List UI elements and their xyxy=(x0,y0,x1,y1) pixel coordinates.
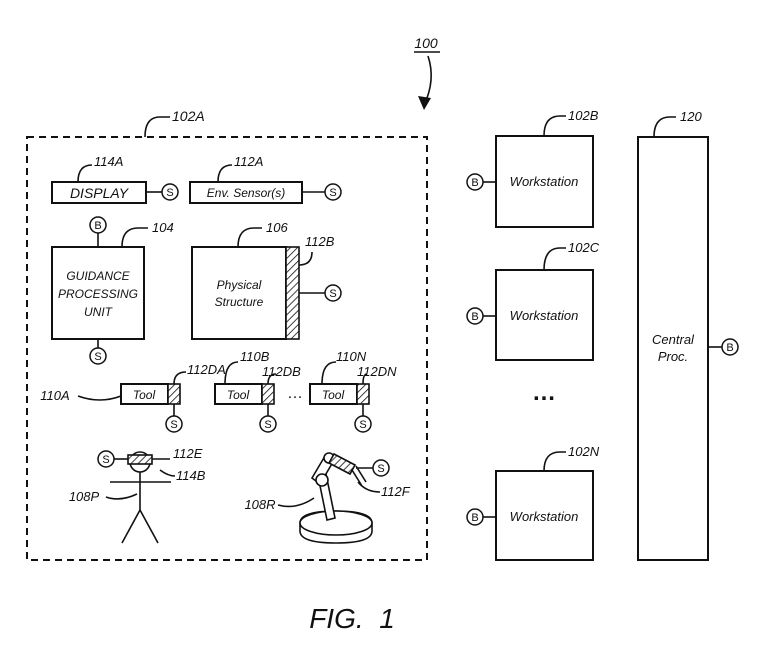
svg-text:Tool: Tool xyxy=(133,388,156,402)
workstation-102n-bus-port: B xyxy=(466,508,484,526)
svg-text:Tool: Tool xyxy=(322,388,345,402)
svg-text:110B: 110B xyxy=(240,349,270,364)
workstation-102c: Workstation 102C B xyxy=(466,240,600,361)
env-sensor-block: Env. Sensor(s) 112A S xyxy=(189,154,342,204)
svg-text:S: S xyxy=(94,351,101,363)
svg-text:100: 100 xyxy=(414,35,438,51)
svg-text:S: S xyxy=(377,463,384,475)
svg-text:104: 104 xyxy=(152,220,174,235)
svg-text:S: S xyxy=(329,288,336,300)
workstation-a-boundary: 102A xyxy=(26,108,428,561)
svg-text:S: S xyxy=(102,454,109,466)
svg-text:S: S xyxy=(359,419,366,431)
svg-text:108P: 108P xyxy=(69,489,100,504)
svg-text:S: S xyxy=(170,419,177,431)
display-block: DISPLAY 114A S xyxy=(51,154,179,204)
svg-text:B: B xyxy=(471,512,478,524)
workstations-ellipsis: … xyxy=(532,379,556,406)
svg-text:110N: 110N xyxy=(336,349,367,364)
workstation-102c-bus-port: B xyxy=(466,307,484,325)
svg-text:Proc.: Proc. xyxy=(658,349,688,364)
svg-text:102C: 102C xyxy=(568,240,600,255)
tool-a: 110A Tool 112DA S xyxy=(40,362,226,433)
svg-text:102B: 102B xyxy=(568,108,599,123)
arrow-head-icon xyxy=(418,96,431,110)
svg-text:112F: 112F xyxy=(381,484,411,499)
workstation-102b: Workstation 102B B xyxy=(466,108,599,228)
svg-text:S: S xyxy=(329,187,336,199)
svg-text:Structure: Structure xyxy=(215,295,264,309)
svg-text:Tool: Tool xyxy=(227,388,250,402)
svg-text:Physical: Physical xyxy=(217,278,262,292)
robot-arm-icon xyxy=(299,452,373,544)
system-ref: 100 xyxy=(414,35,440,110)
physical-structure-sensor xyxy=(285,246,300,340)
svg-text:B: B xyxy=(471,177,478,189)
tool-b-sensor xyxy=(261,383,275,405)
svg-text:B: B xyxy=(726,342,733,354)
svg-text:S: S xyxy=(264,419,271,431)
central-processor-bus-port: B xyxy=(721,338,739,356)
svg-text:112B: 112B xyxy=(305,234,335,249)
svg-text:120: 120 xyxy=(680,109,702,124)
svg-text:DISPLAY: DISPLAY xyxy=(70,185,130,201)
svg-text:B: B xyxy=(471,311,478,323)
svg-text:Workstation: Workstation xyxy=(510,509,579,524)
guidance-sensor-port: S xyxy=(89,347,107,365)
svg-text:110A: 110A xyxy=(40,388,69,403)
tool-n: Tool 110N 112DN S xyxy=(309,349,397,433)
svg-text:114B: 114B xyxy=(176,468,206,483)
svg-text:112DA: 112DA xyxy=(187,362,226,377)
svg-text:108R: 108R xyxy=(244,497,275,512)
svg-text:114A: 114A xyxy=(94,154,123,169)
svg-text:112A: 112A xyxy=(234,154,263,169)
person-sensor-port: S xyxy=(97,450,115,468)
svg-text:Workstation: Workstation xyxy=(510,174,579,189)
tool-a-sensor xyxy=(167,383,181,405)
tool-n-sensor xyxy=(356,383,370,405)
display-sensor-port: S xyxy=(161,183,179,201)
physical-structure: Physical Structure 106 112B S xyxy=(191,220,342,340)
svg-text:102N: 102N xyxy=(568,444,600,459)
tool-b-port: S xyxy=(259,415,277,433)
guidance-processing-unit: GUIDANCE PROCESSING UNIT B S 104 xyxy=(51,216,174,365)
svg-text:112E: 112E xyxy=(173,446,203,461)
svg-text:Env. Sensor(s): Env. Sensor(s) xyxy=(207,186,285,200)
svg-text:112DB: 112DB xyxy=(262,364,301,379)
env-sensor-port: S xyxy=(324,183,342,201)
tool-n-port: S xyxy=(354,415,372,433)
svg-text:Workstation: Workstation xyxy=(510,308,579,323)
guidance-bus-port: B xyxy=(89,216,107,234)
person-operator: S 112E 114B 108P xyxy=(69,446,206,544)
person-icon xyxy=(110,451,171,544)
svg-text:B: B xyxy=(94,220,101,232)
svg-text:S: S xyxy=(166,187,173,199)
workstation-102b-bus-port: B xyxy=(466,173,484,191)
svg-text:Central: Central xyxy=(652,332,695,347)
robot-arm: S 112F 108R xyxy=(244,452,411,544)
svg-text:102A: 102A xyxy=(172,108,205,124)
svg-text:UNIT: UNIT xyxy=(84,305,114,319)
tools-ellipsis: … xyxy=(287,385,303,402)
svg-text:PROCESSING: PROCESSING xyxy=(58,287,138,301)
svg-text:106: 106 xyxy=(266,220,288,235)
workstation-102n: Workstation 102N B xyxy=(466,444,600,561)
svg-text:GUIDANCE: GUIDANCE xyxy=(66,269,130,283)
physical-structure-port: S xyxy=(324,284,342,302)
central-processor: Central Proc. 120 B xyxy=(637,109,739,561)
figure-caption: FIG. 1 xyxy=(309,603,395,634)
headset-sensor xyxy=(127,454,153,465)
svg-text:112DN: 112DN xyxy=(357,364,397,379)
tool-b: Tool 110B 112DB S xyxy=(214,349,301,433)
robot-sensor-port: S xyxy=(372,459,390,477)
tool-a-port: S xyxy=(165,415,183,433)
